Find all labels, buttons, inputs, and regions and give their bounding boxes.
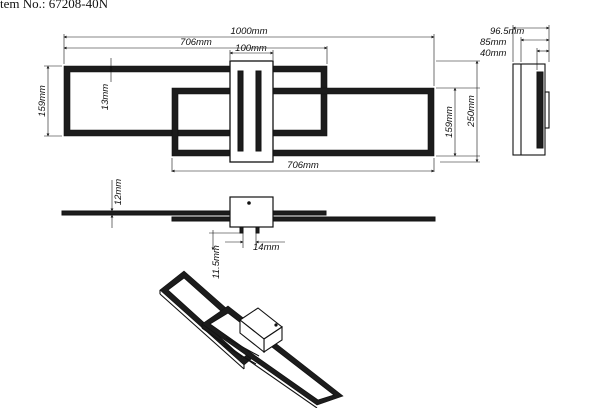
- front-upper-bar: [61, 210, 327, 216]
- side-view: 96.5mm 85mm 40mm: [480, 25, 550, 156]
- dim-side-depth-frame: 40mm: [480, 48, 506, 59]
- top-view: 1000mm 706mm 100mm 706mm 159mm 13mm 159m…: [37, 26, 480, 173]
- right-frame: [171, 87, 435, 157]
- dim-frame-length-bottom: 706mm: [287, 160, 319, 171]
- canopy-top: [229, 60, 274, 163]
- front-lower-bar: [171, 216, 436, 222]
- front-view: 12mm 14mm 11.5mm: [61, 179, 436, 279]
- dim-canopy-width: 100mm: [235, 43, 267, 54]
- dim-frame-border: 13mm: [100, 84, 111, 110]
- dim-frame-height: 159mm: [37, 85, 48, 117]
- canopy-slot-left: [237, 70, 244, 152]
- iso-canopy-front: [239, 318, 265, 354]
- dim-canopy-offset: 14mm: [253, 242, 279, 253]
- dim-frame-length-top: 706mm: [180, 37, 212, 48]
- side-canopy-step: [544, 91, 550, 129]
- dim-total-length: 1000mm: [231, 26, 268, 37]
- isometric-view: [159, 270, 344, 408]
- canopy-slot-right: [255, 70, 262, 152]
- front-canopy-screw: [247, 201, 251, 205]
- dim-inner-frame-height: 159mm: [444, 106, 455, 138]
- dim-total-depth: 250mm: [466, 95, 477, 128]
- dim-frame-thickness: 12mm: [113, 179, 124, 205]
- dim-side-depth-total: 96.5mm: [490, 26, 524, 37]
- item-number: tem No.: 67208-40N: [0, 0, 108, 11]
- side-frame-edge: [536, 71, 544, 149]
- front-canopy: [229, 196, 274, 228]
- dim-side-depth-canopy: 85mm: [480, 37, 506, 48]
- dim-canopy-drop: 11.5mm: [211, 245, 222, 279]
